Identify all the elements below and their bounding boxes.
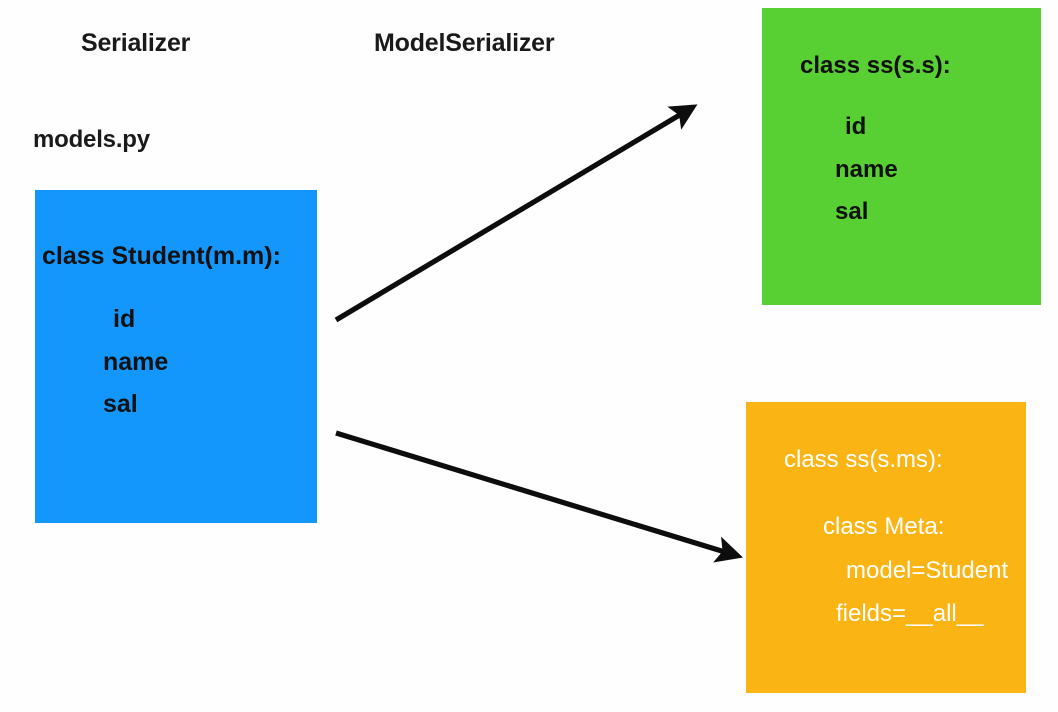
model-class-title: class Student(m.m): xyxy=(42,242,281,270)
modelserializer-class-box: class ss(s.ms): class Meta: model=Studen… xyxy=(746,402,1026,693)
modelserializer-meta-model: model=Student xyxy=(846,557,1009,584)
serializer-field-id: id xyxy=(845,113,867,140)
arrow-to-modelserializer xyxy=(335,430,743,563)
model-field-sal: sal xyxy=(103,390,138,418)
serializer-class-title: class ss(s.s): xyxy=(800,52,951,79)
modelserializer-class-title: class ss(s.ms): xyxy=(784,446,943,473)
model-field-name: name xyxy=(103,348,169,376)
modelserializer-meta-fields: fields=__all__ xyxy=(836,600,984,627)
serializer-field-sal: sal xyxy=(835,198,869,225)
serializer-field-name: name xyxy=(835,156,898,183)
model-field-id: id xyxy=(113,305,136,333)
serializer-class-box: class ss(s.s): id name sal xyxy=(762,8,1041,305)
column-header-modelserializer: ModelSerializer xyxy=(374,29,555,57)
arrow-to-serializer xyxy=(334,104,698,323)
modelserializer-meta-title: class Meta: xyxy=(823,513,945,540)
model-class-box: class Student(m.m): id name sal xyxy=(35,190,317,523)
label-models-py: models.py xyxy=(33,126,150,153)
column-header-serializer: Serializer xyxy=(81,29,191,57)
